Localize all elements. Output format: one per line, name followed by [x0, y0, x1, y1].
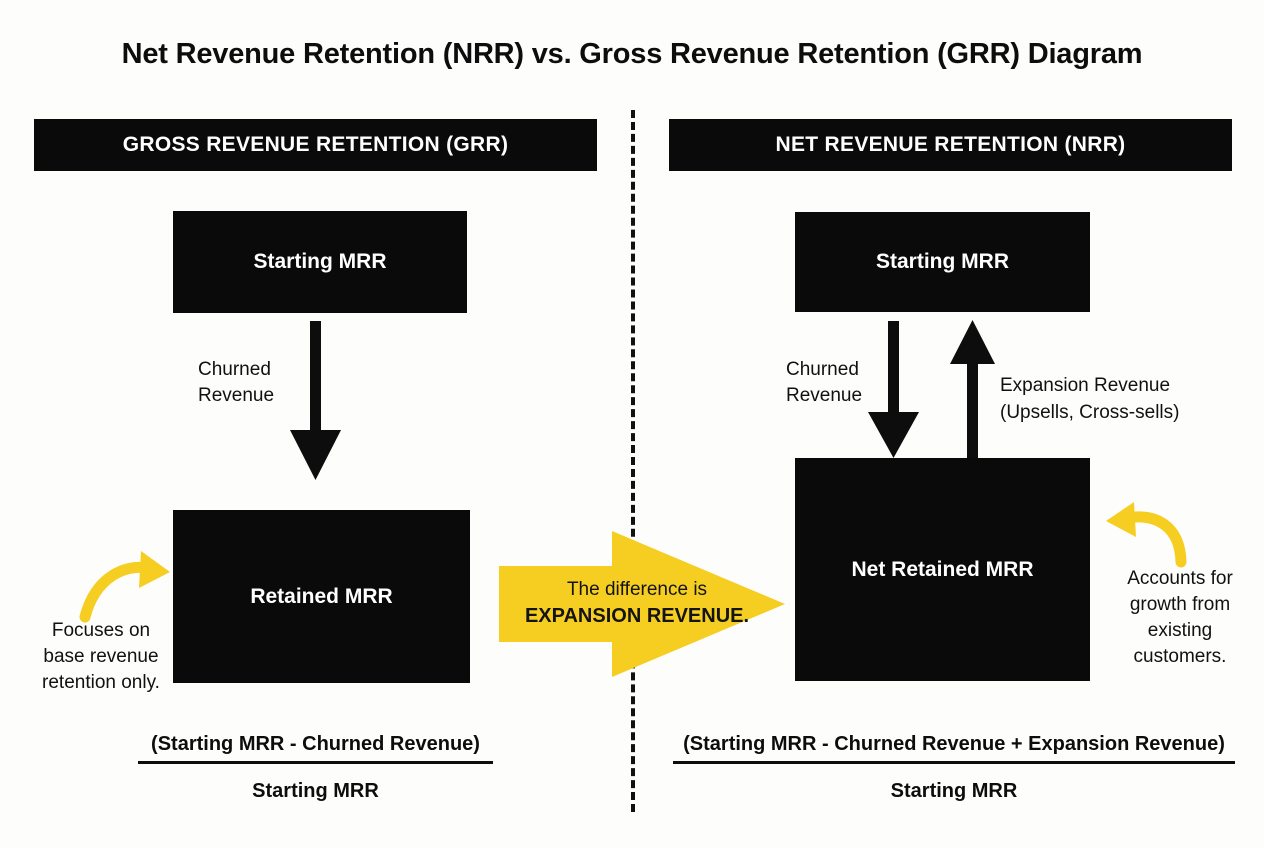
page-title: Net Revenue Retention (NRR) vs. Gross Re…: [121, 38, 1143, 70]
curved-arrow-right-icon: [79, 551, 170, 623]
nrr-churned-revenue-label: Churned Revenue: [786, 359, 863, 406]
middle-arrow-line2: EXPANSION REVENUE.: [524, 605, 750, 627]
nrr-net-retained-mrr-box: Net Retained MRR: [795, 458, 1090, 681]
grr-formula: (Starting MRR - Churned Revenue) Startin…: [138, 733, 493, 803]
nrr-formula-numerator: (Starting MRR - Churned Revenue + Expans…: [673, 733, 1235, 764]
section-header-grr: GROSS REVENUE RETENTION (GRR): [34, 119, 597, 171]
nrr-formula: (Starting MRR - Churned Revenue + Expans…: [673, 733, 1235, 803]
middle-arrow-text: The difference is EXPANSION REVENUE.: [517, 576, 757, 630]
nrr-callout-text: Accounts for growth from existing custom…: [1127, 568, 1233, 667]
grr-formula-numerator: (Starting MRR - Churned Revenue): [138, 733, 493, 764]
nrr-up-arrow-icon: [950, 320, 995, 458]
nrr-formula-denominator: Starting MRR: [890, 780, 1018, 802]
middle-arrow-line1: The difference is: [566, 579, 708, 600]
grr-callout-text: Focuses on base revenue retention only.: [42, 620, 160, 693]
section-header-nrr: NET REVENUE RETENTION (NRR): [669, 119, 1232, 171]
grr-churned-revenue-label: Churned Revenue: [198, 359, 275, 406]
curved-arrow-left-icon: [1106, 502, 1187, 568]
grr-starting-mrr-box: Starting MRR: [173, 211, 467, 313]
nrr-starting-mrr-box: Starting MRR: [795, 212, 1090, 312]
dashed-divider-icon: [631, 110, 635, 812]
nrr-expansion-revenue-label: Expansion Revenue (Upsells, Cross-sells): [1000, 375, 1180, 423]
grr-formula-denominator: Starting MRR: [252, 780, 379, 802]
grr-retained-mrr-box: Retained MRR: [173, 510, 470, 683]
